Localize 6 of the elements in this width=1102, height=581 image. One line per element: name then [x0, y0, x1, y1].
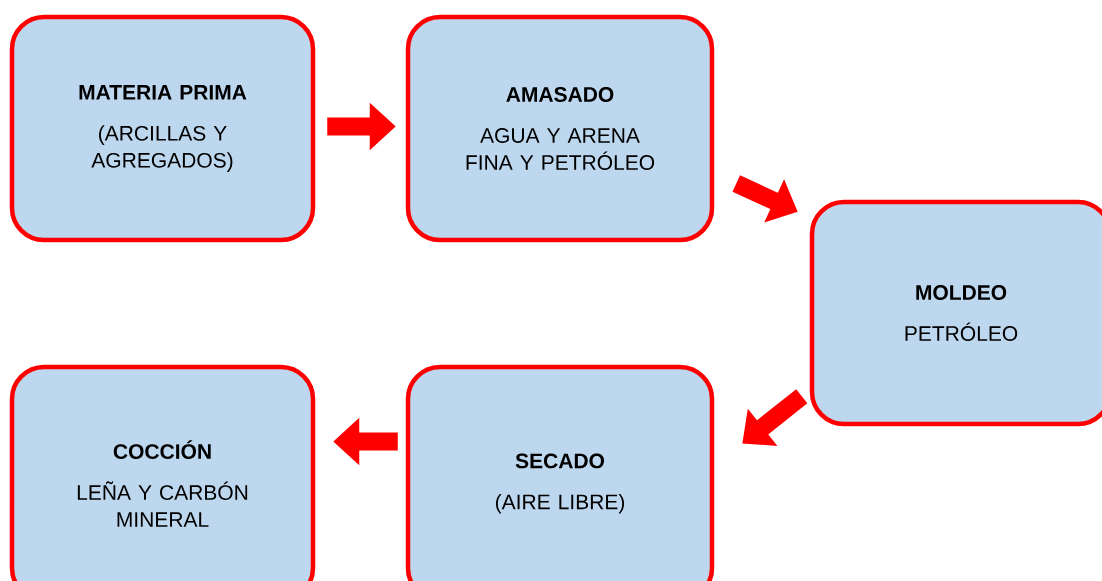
process-box: SECADO (AIRE LIBRE) — [405, 364, 715, 581]
process-box: MOLDEO PETRÓLEO — [809, 199, 1102, 427]
process-box: COCCIÓN LEÑA Y CARBÓN MINERAL — [9, 364, 316, 581]
process-box: AMASADO AGUA Y ARENA FINA Y PETRÓLEO — [405, 14, 715, 243]
process-box: MATERIA PRIMA (ARCILLAS Y AGREGADOS) — [9, 14, 316, 243]
block-arrow — [742, 389, 808, 446]
